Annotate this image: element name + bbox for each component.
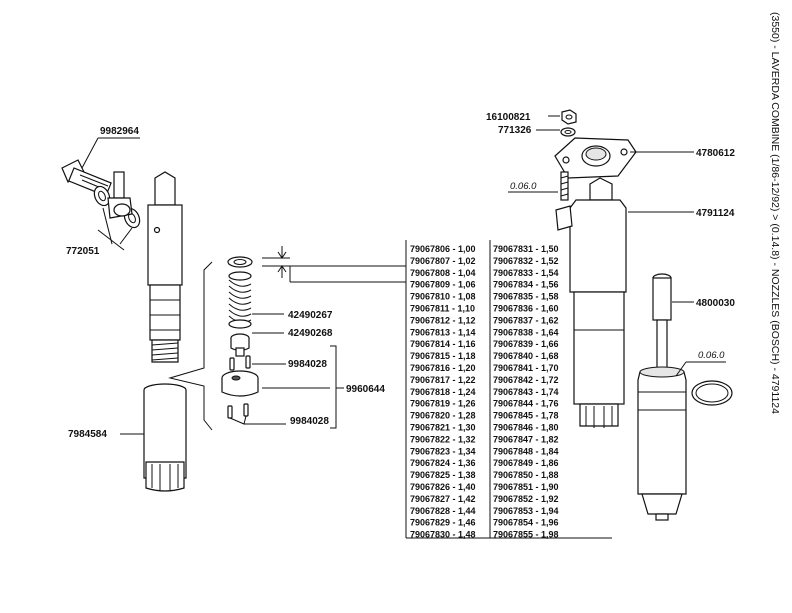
shim-table-cell: 79067849 - 1,86	[493, 458, 559, 468]
intermediate-washer-part	[221, 370, 259, 397]
diagram-title: (3550) - LAVERDA COMBINE (1/86-12/92) > …	[769, 12, 781, 414]
shim-table-cell: 79067846 - 1,80	[493, 423, 559, 433]
pressure-pin-part	[230, 333, 250, 357]
shim-table-cell: 79067821 - 1,30	[410, 423, 476, 433]
dowel-pin-parts-upper	[229, 355, 251, 371]
shim-table-cell: 79067817 - 1,22	[410, 375, 476, 385]
shim-table-cell: 79067850 - 1,88	[493, 470, 559, 480]
shim-table-cell: 79067827 - 1,42	[410, 494, 476, 504]
shim-table-cell: 79067838 - 1,64	[493, 327, 559, 337]
shim-table-cell: 79067835 - 1,58	[493, 292, 559, 302]
shim-table-cell: 79067810 - 1,08	[410, 292, 476, 302]
shim-table-cell: 79067829 - 1,46	[410, 518, 476, 528]
shim-table-cell: 79067845 - 1,78	[493, 411, 559, 421]
shim-washer-part	[227, 256, 253, 268]
injector-assembly-right	[555, 177, 627, 428]
callout-9984028-lower: 9984028	[290, 416, 329, 427]
shim-table-cell: 79067822 - 1,32	[410, 434, 476, 444]
shim-table-cell: 79067843 - 1,74	[493, 387, 559, 397]
nut-part	[561, 109, 577, 125]
callout-771326: 771326	[498, 125, 532, 136]
leader-line	[119, 227, 133, 245]
dimension-arrows	[277, 251, 287, 273]
shim-table-cell: 79067819 - 1,26	[410, 399, 476, 409]
shim-table-cell: 79067837 - 1,62	[493, 315, 559, 325]
callout-42490267: 42490267	[288, 310, 333, 321]
callout-4791124: 4791124	[696, 208, 735, 219]
shim-table-cell: 79067853 - 1,94	[493, 506, 559, 516]
o-ring-part	[691, 380, 733, 406]
shim-table-cell: 79067841 - 1,70	[493, 363, 559, 373]
shim-table-cell: 79067812 - 1,12	[410, 315, 476, 325]
callout-4800030: 4800030	[696, 298, 735, 309]
shim-table-cell: 79067806 - 1,00	[410, 244, 476, 254]
shim-table-cell: 79067842 - 1,72	[493, 375, 559, 385]
banjo-fitting-part	[107, 171, 133, 219]
callout-9982964: 9982964	[100, 126, 139, 137]
shim-table-cell: 79067852 - 1,92	[493, 494, 559, 504]
shim-table-cell: 79067833 - 1,54	[493, 268, 559, 278]
pressure-spring-part	[228, 271, 252, 329]
shim-table-cell: 79067813 - 1,14	[410, 327, 476, 337]
shim-table-cell: 79067854 - 1,96	[493, 518, 559, 528]
shim-table-cell: 79067826 - 1,40	[410, 482, 476, 492]
shim-table-cell: 79067820 - 1,28	[410, 411, 476, 421]
shim-table-cell: 79067836 - 1,60	[493, 304, 559, 314]
shim-table-cell: 79067808 - 1,04	[410, 268, 476, 278]
shim-table-cell: 79067811 - 1,10	[410, 304, 475, 314]
shim-table-cell: 79067830 - 1,48	[410, 530, 476, 540]
shim-table-cell: 79067831 - 1,50	[493, 244, 559, 254]
clamp-flange-part	[554, 137, 637, 179]
callout-bracket	[330, 345, 337, 429]
shim-table-cell: 79067825 - 1,38	[410, 470, 476, 480]
leader-line	[102, 207, 113, 245]
shim-table-cell: 79067840 - 1,68	[493, 351, 559, 361]
shim-table-rows: 79067806 - 1,00 79067807 - 1,02 79067808 -…	[410, 244, 559, 540]
shim-table-cell: 79067823 - 1,34	[410, 446, 476, 456]
nozzle-retaining-nut	[143, 383, 187, 492]
leader-line	[81, 137, 99, 169]
shim-table-cell: 79067848 - 1,84	[493, 446, 559, 456]
callout-7984584: 7984584	[68, 429, 107, 440]
shim-table-cell: 79067824 - 1,36	[410, 458, 476, 468]
nozzle-part	[637, 273, 687, 521]
callout-772051: 772051	[66, 246, 100, 257]
callout-9984028-upper: 9984028	[288, 359, 327, 370]
shim-table-cell: 79067847 - 1,82	[493, 434, 559, 444]
callout-42490268: 42490268	[288, 328, 333, 339]
shim-table-cell: 79067855 - 1,98	[493, 530, 559, 540]
callout-4780612: 4780612	[696, 148, 735, 159]
callout-16100821: 16100821	[486, 112, 531, 123]
assembly-bracket	[168, 261, 213, 431]
leader-line	[229, 415, 247, 425]
shim-table-cell: 79067816 - 1,20	[410, 363, 476, 373]
callout-006-lower: 0.06.0	[698, 350, 725, 361]
shim-table-cell: 79067851 - 1,90	[493, 482, 559, 492]
stud-part	[560, 171, 569, 201]
shim-table-cell: 79067814 - 1,16	[410, 339, 476, 349]
shim-table-cell: 79067834 - 1,56	[493, 280, 559, 290]
shim-table-cell: 79067815 - 1,18	[410, 351, 476, 361]
callout-006-upper: 0.06.0	[510, 181, 537, 192]
dowel-pin-parts-lower	[227, 403, 249, 419]
leader-line	[675, 361, 687, 377]
shim-table-cell: 79067844 - 1,76	[493, 399, 559, 409]
shim-table-cell: 79067839 - 1,66	[493, 339, 559, 349]
shim-table-cell: 79067809 - 1,06	[410, 280, 476, 290]
shim-table-cell: 79067828 - 1,44	[410, 506, 476, 516]
injector-holder-body	[147, 171, 183, 363]
shim-table-cell: 79067818 - 1,24	[410, 387, 476, 397]
shim-table-cell: 79067832 - 1,52	[493, 256, 559, 266]
callout-9960644: 9960644	[346, 384, 385, 395]
shim-table-cell: 79067807 - 1,02	[410, 256, 476, 266]
washer-part	[560, 127, 576, 137]
shim-thickness-table: 79067806 - 1,00 79067807 - 1,02 79067808 -…	[405, 240, 612, 540]
